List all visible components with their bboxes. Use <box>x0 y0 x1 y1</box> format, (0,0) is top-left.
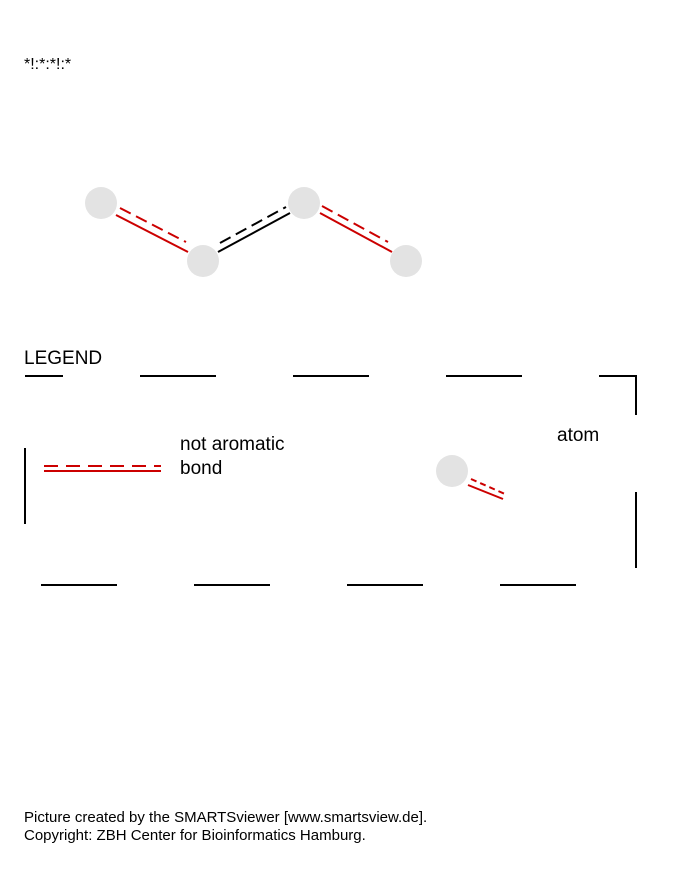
bond-not-aromatic-1 <box>115 207 189 253</box>
bond-not-aromatic-2 <box>319 205 393 253</box>
legend-title: LEGEND <box>24 348 103 369</box>
legend-bond-label: not aromatic bond <box>180 433 320 481</box>
atom-2 <box>187 245 219 277</box>
atom-1 <box>85 187 117 219</box>
legend-bond-sample <box>44 465 161 472</box>
atom-4 <box>390 245 422 277</box>
legend-box <box>24 375 637 586</box>
legend-bond-label-line1: not aromatic <box>180 434 285 455</box>
atom-3 <box>288 187 320 219</box>
footer-line-1: Picture created by the SMARTSviewer [www… <box>24 809 428 826</box>
footer-line-2: Copyright: ZBH Center for Bioinformatics… <box>24 827 366 844</box>
footer-credits: Picture created by the SMARTSviewer [www… <box>24 809 427 845</box>
legend-atom-sample <box>436 455 506 500</box>
bond-aromatic <box>217 206 291 253</box>
smarts-pattern: *!:*:*!:* <box>24 56 72 73</box>
legend-bond-label-line2: bond <box>180 458 223 479</box>
legend-atom-label: atom <box>557 425 600 446</box>
